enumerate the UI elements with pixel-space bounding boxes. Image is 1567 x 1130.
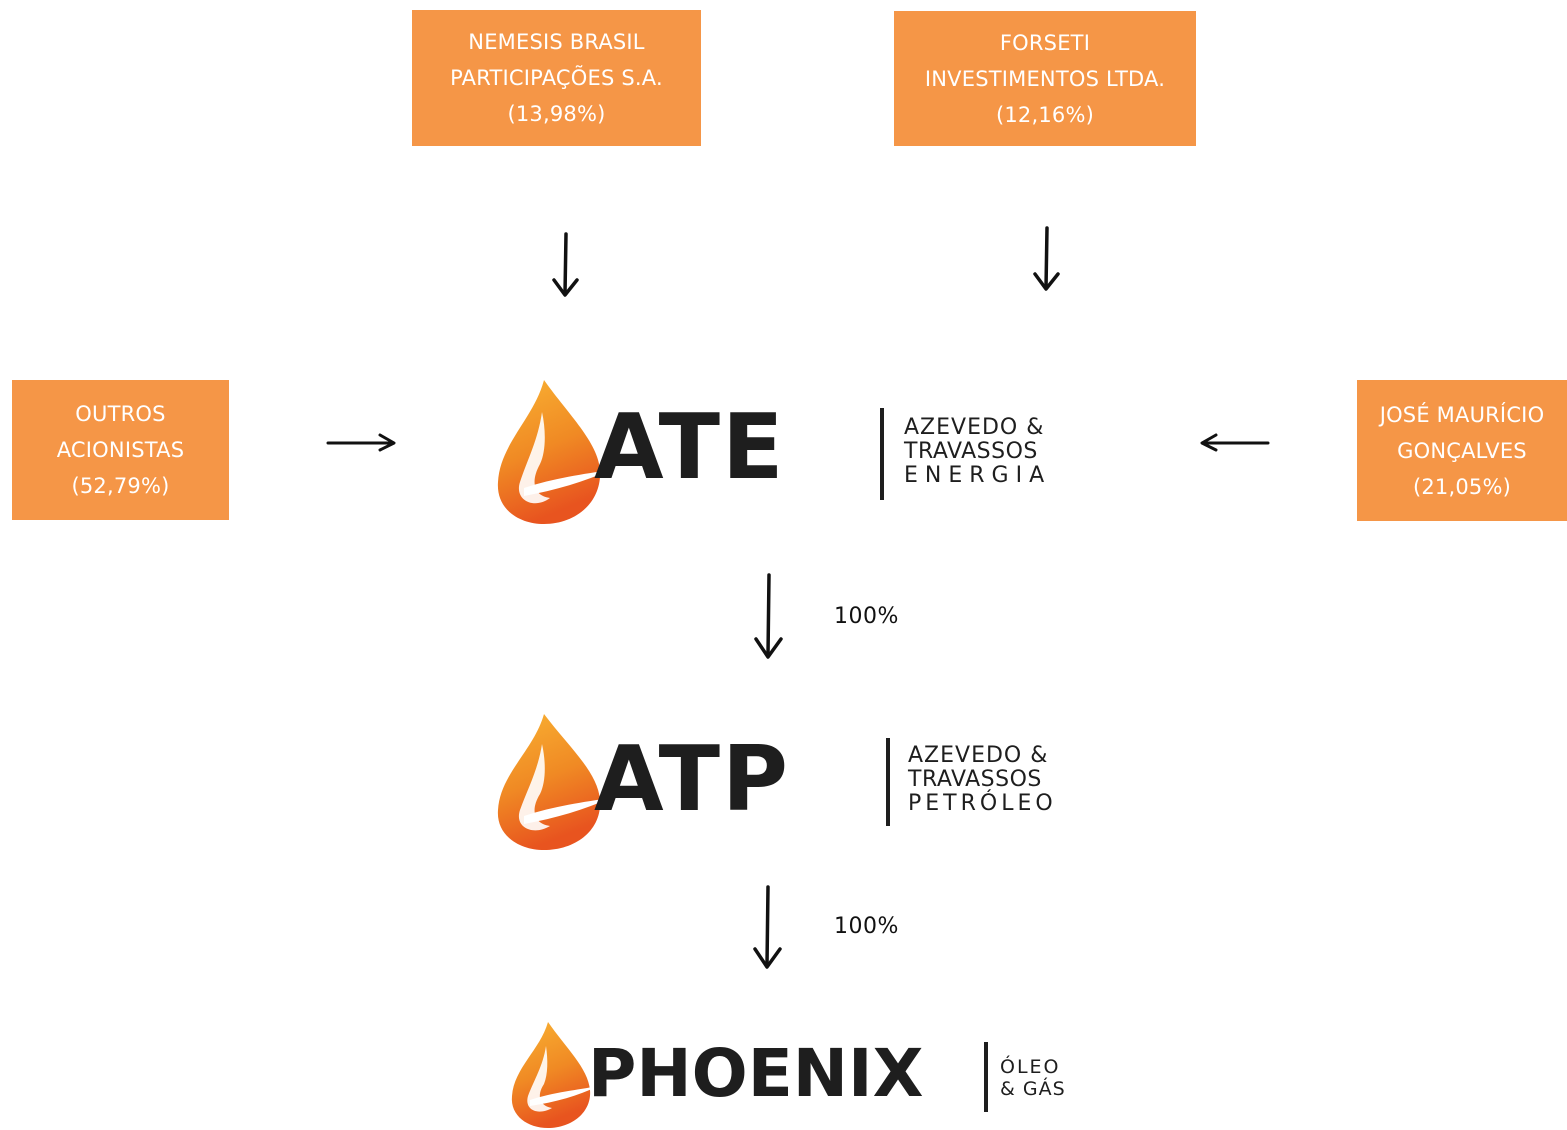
ownership-label-ate-atp: 100% [834, 604, 899, 629]
tagline-line-1: AZEVEDO & [908, 743, 1049, 768]
tagline-line-3: PETRÓLEO [908, 791, 1057, 816]
shareholder-name-line-2: ACIONISTAS [56, 438, 185, 462]
shareholder-name-line-1: JOSÉ MAURÍCIO [1379, 402, 1545, 427]
drop-icon [497, 380, 610, 524]
ownership-label-atp-phoenix: 100% [834, 914, 899, 939]
tagline-line-3: ENERGIA [904, 463, 1052, 488]
drop-icon [511, 1022, 598, 1128]
shareholder-percentage: (21,05%) [1412, 474, 1512, 499]
logo-tagline: AZEVEDO & TRAVASSOS PETRÓLEO [908, 744, 1057, 816]
shareholder-box-forseti: FORSETI INVESTIMENTOS LTDA. (12,16%) [894, 11, 1196, 146]
shareholder-name-line-1: FORSETI [999, 30, 1091, 55]
shareholder-percentage: (13,98%) [507, 102, 606, 126]
logo-mark-text: ATP [594, 727, 791, 832]
tagline-line-1: ÓLEO [1000, 1056, 1061, 1078]
shareholder-percentage: (12,16%) [995, 102, 1095, 127]
logo-divider [880, 408, 884, 500]
shareholder-name-line-2: INVESTIMENTOS LTDA. [924, 66, 1166, 91]
arrow-down-atp-phoenix [753, 885, 782, 969]
arrow-right-outros [326, 433, 396, 452]
shareholder-name-line-2: GONÇALVES [1397, 438, 1527, 463]
arrow-down-ate-atp [754, 573, 783, 659]
shareholder-name-line-1: NEMESIS BRASIL [468, 30, 645, 54]
arrow-down-nemesis [552, 232, 579, 297]
drop-icon [497, 714, 610, 850]
logo-mark-text: PHOENIX [588, 1035, 924, 1112]
shareholder-box-jose: JOSÉ MAURÍCIO GONÇALVES (21,05%) [1357, 380, 1567, 521]
arrow-down-forseti [1033, 226, 1060, 291]
logo-tagline: AZEVEDO & TRAVASSOS ENERGIA [904, 416, 1051, 488]
logo-atp: ATP AZEVEDO & TRAVASSOS PETRÓLEO [494, 712, 1114, 852]
tagline-line-1: AZEVEDO & [904, 415, 1045, 440]
shareholder-box-outros: OUTROS ACIONISTAS (52,79%) [12, 380, 229, 520]
logo-divider [886, 738, 890, 826]
arrow-left-jose [1200, 433, 1270, 452]
shareholder-percentage: (52,79%) [71, 474, 170, 498]
logo-ate: ATE AZEVEDO & TRAVASSOS ENERGIA [494, 378, 1114, 526]
logo-phoenix: PHOENIX ÓLEO & GÁS [508, 1020, 1108, 1130]
shareholder-name-line-1: OUTROS [75, 402, 166, 426]
shareholder-box-nemesis: NEMESIS BRASIL PARTICIPAÇÕES S.A. (13,98… [412, 10, 701, 146]
shareholder-name-line-2: PARTICIPAÇÕES S.A. [450, 66, 663, 90]
tagline-line-2: TRAVASSOS [904, 439, 1038, 464]
logo-tagline: ÓLEO & GÁS [1000, 1056, 1066, 1100]
tagline-line-2: & GÁS [1000, 1078, 1066, 1100]
tagline-line-2: TRAVASSOS [908, 767, 1042, 792]
logo-divider [984, 1042, 988, 1112]
logo-mark-text: ATE [594, 395, 786, 500]
